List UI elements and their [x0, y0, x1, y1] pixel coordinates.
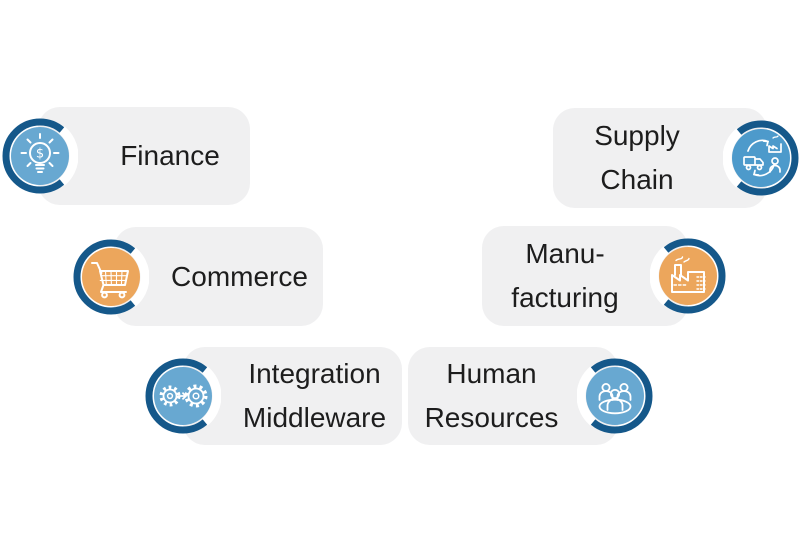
card-label-line2: Resources [424, 402, 559, 433]
lightbulb-dollar-icon: $ [2, 118, 78, 194]
card-label: Supply [594, 120, 680, 151]
card-label-line2: facturing [511, 282, 619, 313]
svg-text:$: $ [36, 147, 44, 162]
card-label-line2: Middleware [242, 402, 387, 433]
card-label: Manu- [525, 238, 605, 269]
factory-icon [650, 238, 726, 314]
supply-cycle-icon [723, 120, 799, 196]
card-label-line2: Chain [600, 164, 674, 195]
card-label: Commerce [171, 260, 308, 292]
shopping-cart-icon [73, 239, 149, 315]
card-label: Integration [248, 358, 381, 389]
card-label: Finance [120, 140, 220, 171]
gears-arrow-icon [145, 358, 221, 434]
card-human-resources: Human Resources [408, 347, 618, 445]
people-group-icon [577, 358, 653, 434]
card-label: Human [446, 358, 537, 389]
